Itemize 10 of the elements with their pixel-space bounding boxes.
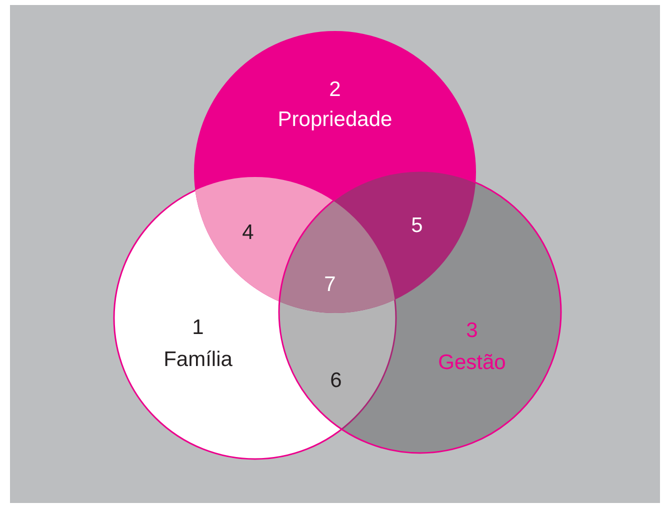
set-label: Propriedade: [278, 108, 392, 132]
region-number: 7: [324, 273, 336, 297]
set-number: 3: [466, 319, 478, 343]
set-number: 1: [192, 316, 204, 340]
set-number: 2: [329, 78, 341, 102]
set-label: Família: [164, 348, 232, 372]
region-number: 4: [242, 221, 254, 245]
set-label: Gestão: [438, 351, 506, 375]
region-number: 5: [411, 214, 423, 238]
region-number: 6: [330, 369, 342, 393]
